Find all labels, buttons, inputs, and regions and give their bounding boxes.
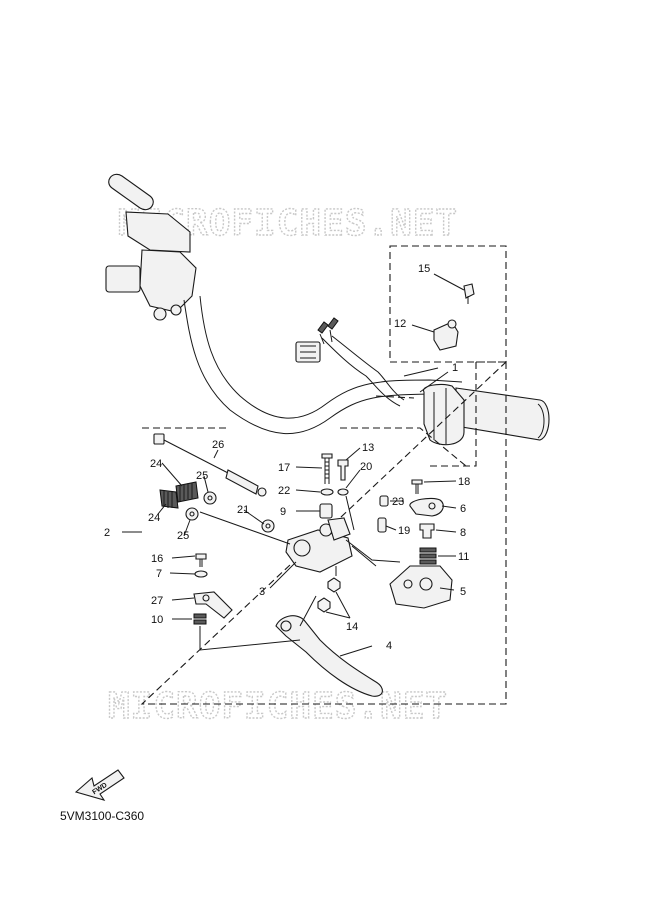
box-lever-assembly bbox=[140, 360, 507, 705]
callout-9: 9 bbox=[280, 506, 286, 518]
callout-7: 7 bbox=[156, 568, 162, 580]
callout-25-lower: 25 bbox=[177, 530, 189, 542]
callout-24-upper: 24 bbox=[150, 458, 162, 470]
callout-23: 23 bbox=[392, 496, 404, 508]
callout-19: 19 bbox=[398, 525, 410, 537]
callout-4: 4 bbox=[386, 640, 392, 652]
callout-3: 3 bbox=[259, 586, 265, 598]
fwd-arrow-icon: FWD bbox=[74, 769, 125, 801]
callout-27: 27 bbox=[151, 595, 163, 607]
callout-17: 17 bbox=[278, 462, 290, 474]
callout-24-lower: 24 bbox=[148, 512, 160, 524]
callout-8: 8 bbox=[460, 527, 466, 539]
adjusters bbox=[159, 481, 217, 521]
callout-20: 20 bbox=[360, 461, 372, 473]
callout-25-upper: 25 bbox=[196, 470, 208, 482]
callout-labels: 1 2 3 4 5 6 7 8 9 10 11 12 13 14 15 16 1… bbox=[104, 263, 470, 652]
lever-4 bbox=[275, 595, 383, 697]
callout-10: 10 bbox=[151, 614, 163, 626]
callout-6: 6 bbox=[460, 503, 466, 515]
watermark-bottom: MICROFICHES.NET bbox=[108, 686, 448, 727]
callout-14: 14 bbox=[346, 621, 358, 633]
callout-21: 21 bbox=[237, 504, 249, 516]
callout-1: 1 bbox=[452, 362, 458, 374]
callout-26: 26 bbox=[212, 439, 224, 451]
callout-5: 5 bbox=[460, 586, 466, 598]
switch-5-group bbox=[345, 479, 453, 609]
callout-12: 12 bbox=[394, 318, 406, 330]
callout-16: 16 bbox=[151, 553, 163, 565]
callout-2: 2 bbox=[104, 527, 110, 539]
leader-lines bbox=[122, 273, 465, 657]
cable-26 bbox=[153, 433, 267, 497]
callout-11: 11 bbox=[458, 551, 469, 563]
nuts-14 bbox=[317, 566, 341, 613]
switch-detail-parts bbox=[403, 283, 475, 377]
callout-15: 15 bbox=[418, 263, 430, 275]
callout-13: 13 bbox=[362, 442, 374, 454]
callout-22: 22 bbox=[278, 485, 290, 497]
box-switch-detail-extension bbox=[430, 361, 506, 467]
lever-holder-3 bbox=[261, 517, 353, 573]
callout-18: 18 bbox=[458, 476, 470, 488]
diagram-code: 5VM3100-C360 bbox=[60, 809, 144, 823]
switch-27-group bbox=[193, 511, 301, 651]
